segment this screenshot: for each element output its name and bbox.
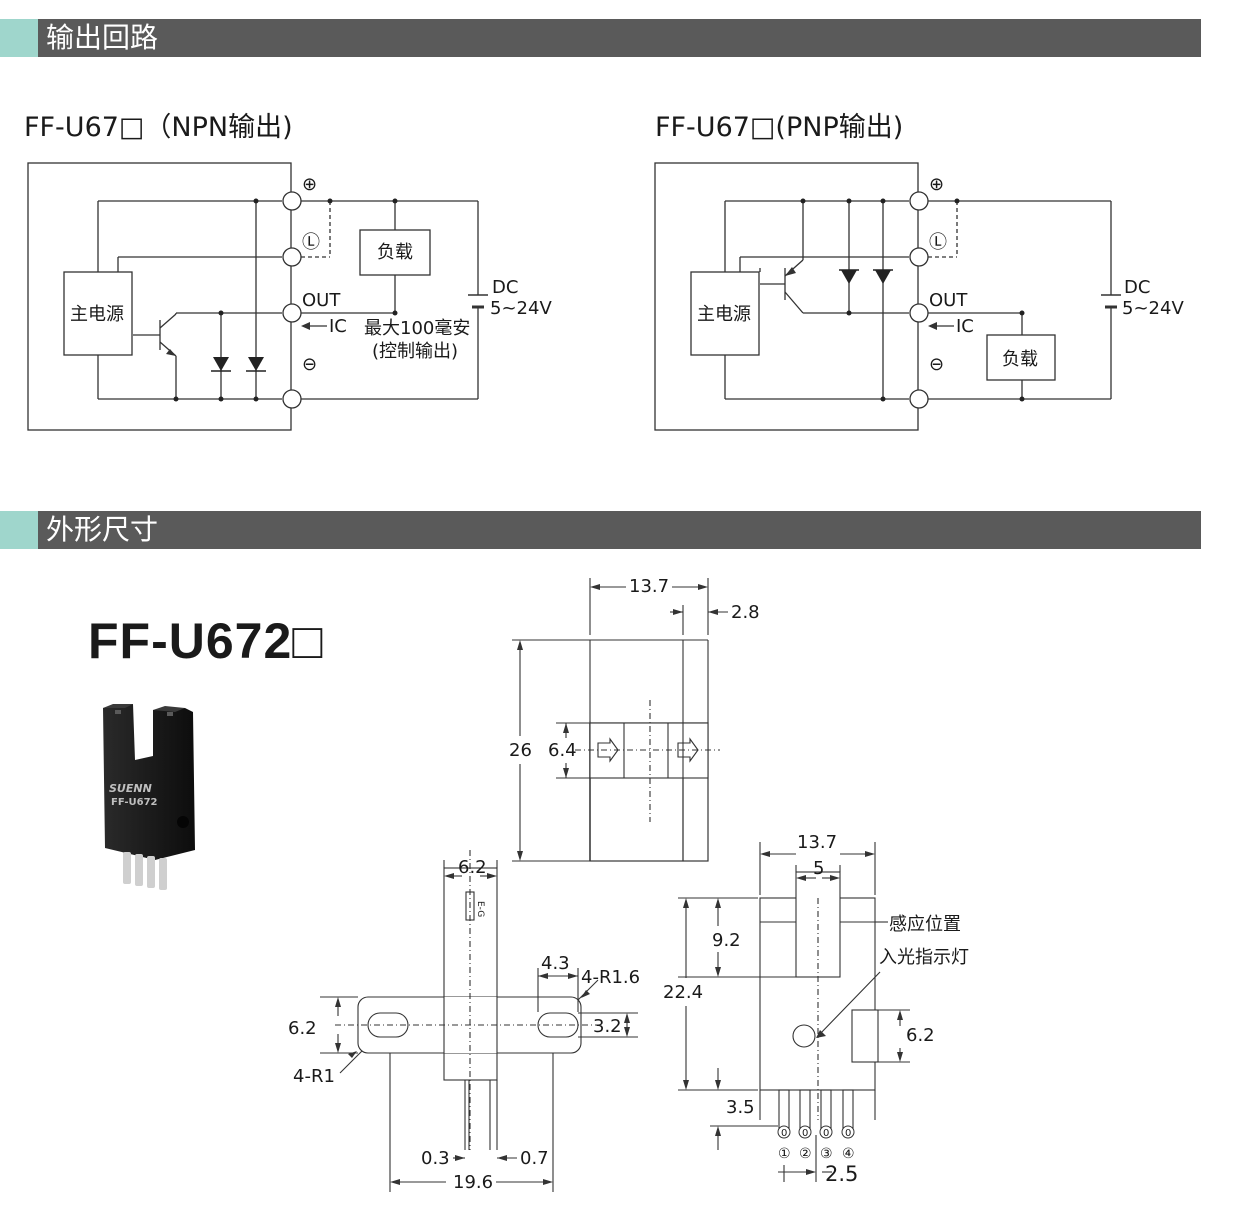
pin-1-label: ① <box>778 1146 791 1162</box>
dim-side-height: 22.4 <box>663 982 703 1003</box>
section-accent <box>0 19 38 57</box>
npn-minus-label: ⊖ <box>302 354 317 375</box>
pin-4-label: ④ <box>842 1146 855 1162</box>
pnp-sensor-body <box>654 162 919 431</box>
npn-load-label: 负载 <box>377 242 413 263</box>
npn-max-current-label: 最大100毫安 <box>364 318 470 339</box>
section-title-output-circuit: 输出回路 <box>46 21 159 54</box>
npn-l-label: Ⓛ <box>302 232 320 253</box>
pnp-plus-label: ⊕ <box>929 174 944 195</box>
dim-pitch: 2.5 <box>825 1162 858 1186</box>
dim-top-height: 26 <box>509 740 532 761</box>
npn-plus-label: ⊕ <box>302 174 317 195</box>
product-brand-print: SUENN <box>109 782 152 795</box>
side-mark-label: E-G <box>475 901 485 917</box>
dim-left-height: 6.2 <box>288 1018 317 1039</box>
npn-diagram-title: FF-U67□（NPN输出) <box>24 112 293 143</box>
npn-main-power-label: 主电源 <box>70 304 124 325</box>
section-accent <box>0 511 38 549</box>
pnp-minus-label: ⊖ <box>929 354 944 375</box>
dim-pin-a: 0.3 <box>421 1148 450 1169</box>
dimension-drawings: 13.7 2.8 26 6.4 6.2 4.3 4-R1.6 6.2 3.2 4… <box>288 576 969 1193</box>
pin-4-mark: 0 <box>845 1128 851 1139</box>
pnp-load-label: 负载 <box>1002 349 1038 370</box>
pnp-circuit-diagram: 主电源 负载 OUT IC ⊕ Ⓛ ⊖ DC 5~24V <box>654 162 1184 431</box>
dim-total-length: 19.6 <box>453 1172 493 1193</box>
pnp-load-box <box>986 334 1056 381</box>
section-bar-output-circuit: 输出回路 <box>0 19 1201 57</box>
dim-slot-height: 3.2 <box>593 1016 622 1037</box>
npn-dc-label: DC <box>492 277 518 298</box>
npn-sensor-body <box>27 162 292 431</box>
pnp-main-power-box <box>690 271 760 356</box>
pnp-ic-label: IC <box>956 316 974 337</box>
dim-top-width: 13.7 <box>629 576 669 597</box>
dim-outer-radius: 4-R1 <box>293 1066 335 1087</box>
dim-side-width: 13.7 <box>797 832 837 853</box>
pnp-main-power-label: 主电源 <box>697 304 751 325</box>
dim-side-gap: 5 <box>813 858 824 879</box>
pnp-diagram-title: FF-U67□(PNP输出) <box>655 112 904 143</box>
pnp-out-label: OUT <box>929 290 968 311</box>
npn-main-power-box <box>63 271 133 356</box>
dim-top-slot: 6.4 <box>548 740 577 761</box>
pin-3-label: ③ <box>820 1146 833 1162</box>
dim-hole-diameter: 4.3 <box>541 953 570 974</box>
pin-1-mark: 0 <box>781 1128 787 1139</box>
pnp-l-label: Ⓛ <box>929 232 947 253</box>
npn-out-label: OUT <box>302 290 341 311</box>
pin-3-mark: 0 <box>823 1128 829 1139</box>
dim-side-pin: 3.5 <box>726 1097 755 1118</box>
npn-voltage-label: 5~24V <box>490 298 552 319</box>
pnp-dc-label: DC <box>1124 277 1150 298</box>
dim-pin-b: 0.7 <box>520 1148 549 1169</box>
indicator-label: 入光指示灯 <box>879 947 969 968</box>
dim-side-window: 6.2 <box>906 1025 935 1046</box>
pnp-voltage-label: 5~24V <box>1122 298 1184 319</box>
product-model-print: FF-U672 <box>111 797 158 808</box>
npn-circuit-diagram: 主电源 负载 OUT IC ⊕ Ⓛ ⊖ DC 5~24V 最大100毫安 (控制… <box>27 162 552 431</box>
product-photo: SUENN FF-U672 <box>103 704 195 890</box>
section-title-dimensions: 外形尺寸 <box>46 513 159 546</box>
dim-corner-radius: 4-R1.6 <box>581 967 640 988</box>
dim-top-thickness: 2.8 <box>731 602 760 623</box>
pin-2-label: ② <box>799 1146 812 1162</box>
sense-position-label: 感应位置 <box>889 914 961 935</box>
section-bar-dimensions: 外形尺寸 <box>0 511 1201 549</box>
pin-2-mark: 0 <box>802 1128 808 1139</box>
npn-load-box <box>359 229 431 276</box>
dim-bottom-width: 6.2 <box>458 857 487 878</box>
dim-side-sense: 9.2 <box>712 930 741 951</box>
npn-ic-label: IC <box>329 316 347 337</box>
npn-control-output-label: (控制输出) <box>372 341 458 362</box>
product-model-title: FF-U672□ <box>88 613 324 669</box>
